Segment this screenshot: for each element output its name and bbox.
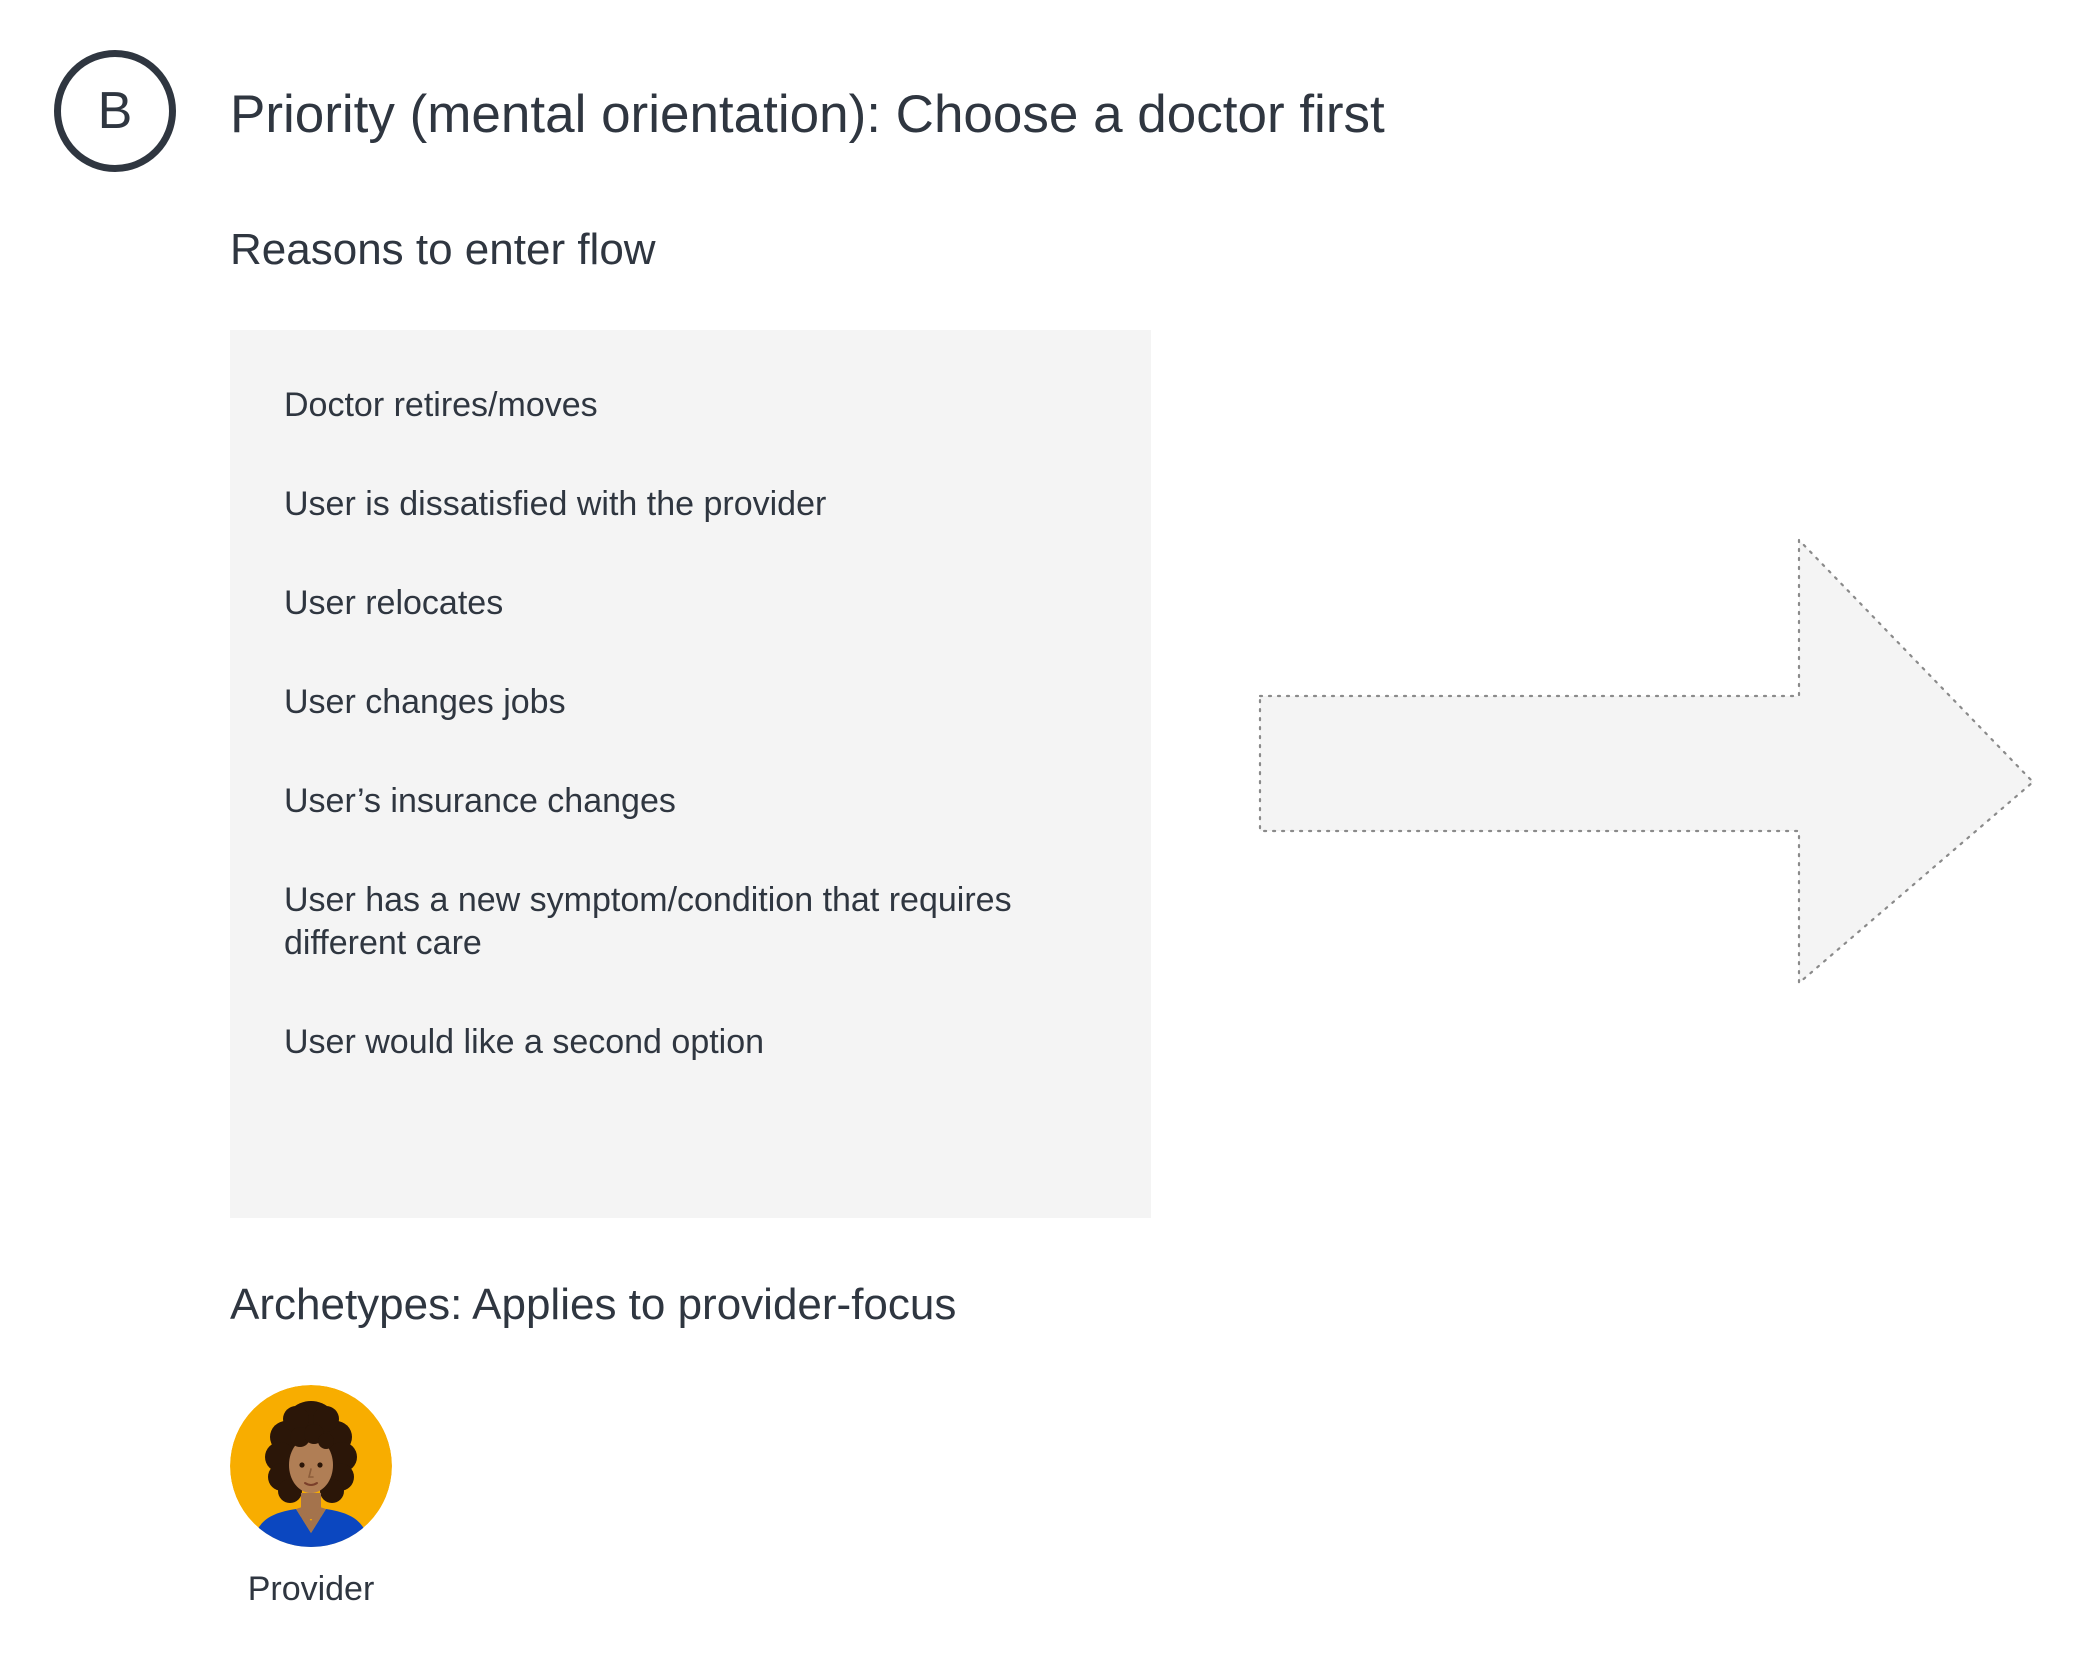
reasons-heading: Reasons to enter flow <box>230 225 656 274</box>
reason-item: User has a new symptom/condition that re… <box>284 881 1012 962</box>
arrow-shape <box>1258 538 2035 985</box>
reason-item: Doctor retires/moves <box>284 386 598 424</box>
provider-avatar-icon <box>230 1385 392 1547</box>
reason-item: User is dissatisfied with the provider <box>284 485 827 523</box>
page-title: Priority (mental orientation): Choose a … <box>230 85 1385 144</box>
reason-list: Doctor retires/moves User is dissatisfie… <box>284 384 1064 1064</box>
archetypes-heading: Archetypes: Applies to provider-focus <box>230 1280 957 1329</box>
reasons-panel: Doctor retires/moves User is dissatisfie… <box>230 330 1151 1218</box>
reason-item: User relocates <box>284 584 504 622</box>
archetype-label: Provider <box>247 1570 375 1608</box>
step-badge: B <box>54 50 176 172</box>
arrow-right-icon <box>1258 538 2035 985</box>
reason-item: User’s insurance changes <box>284 782 676 820</box>
archetype-provider: Provider <box>230 1385 392 1608</box>
reason-item: User would like a second option <box>284 1023 765 1061</box>
reason-item: User changes jobs <box>284 683 566 721</box>
